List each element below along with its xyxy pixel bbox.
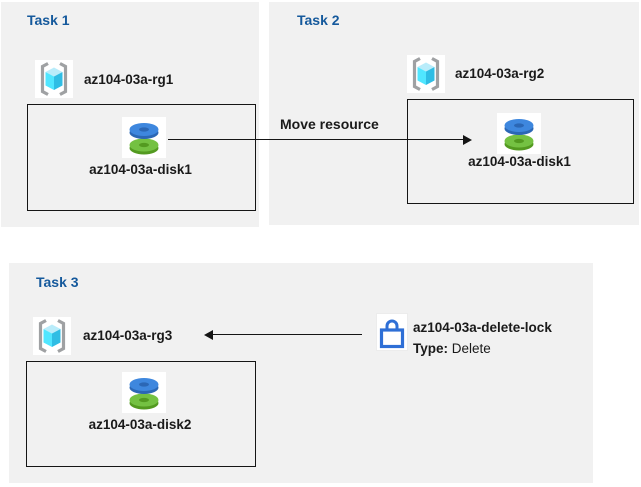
delete-lock-type: Type: Delete [413, 341, 491, 356]
arrow-head-left-icon [204, 330, 213, 340]
disk-icon [122, 117, 166, 158]
task3-resource-box [26, 361, 256, 467]
disk-name: az104-03a-disk1 [468, 154, 571, 169]
move-resource-label: Move resource [280, 116, 379, 132]
disk-name: az104-03a-disk2 [88, 417, 192, 432]
lock-icon [376, 313, 408, 351]
arrow-line [168, 139, 464, 140]
resource-group-name: az104-03a-rg1 [84, 72, 174, 87]
resource-group-icon [407, 55, 445, 93]
task3-title: Task 3 [36, 274, 79, 290]
task2-resource-box [407, 99, 634, 204]
resource-group-name: az104-03a-rg2 [455, 66, 545, 81]
arrow-line [213, 334, 362, 335]
task1-resource-box [27, 104, 256, 211]
task3-panel [9, 263, 593, 483]
delete-lock-name: az104-03a-delete-lock [413, 320, 552, 335]
lock-type-label: Type: [413, 341, 449, 356]
task1-panel [1, 2, 259, 227]
resource-group-name: az104-03a-rg3 [83, 328, 173, 343]
task1-title: Task 1 [27, 12, 70, 28]
disk-name: az104-03a-disk1 [89, 162, 192, 177]
resource-group-icon [33, 317, 71, 355]
lock-type-value: Delete [448, 341, 491, 356]
arrow-head-right-icon [463, 135, 472, 145]
task2-title: Task 2 [297, 12, 340, 28]
disk-icon [497, 113, 541, 154]
resource-group-icon [35, 60, 73, 98]
disk-icon [122, 372, 166, 413]
task2-panel [269, 2, 639, 225]
